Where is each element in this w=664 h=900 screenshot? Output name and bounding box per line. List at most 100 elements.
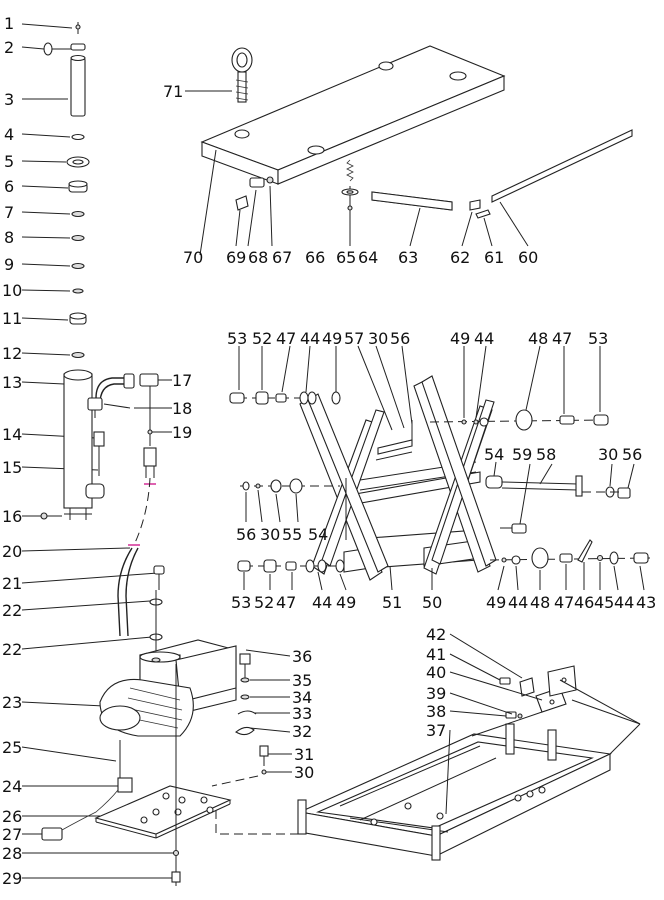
label-part-28: 28 <box>2 844 22 863</box>
label-part-49c: 49 <box>336 593 356 612</box>
label-part-14: 14 <box>2 425 22 444</box>
label-part-7: 7 <box>4 203 14 222</box>
label-part-54a: 54 <box>484 445 504 464</box>
label-part-5: 5 <box>4 152 14 171</box>
pump-motor-assembly <box>41 639 300 886</box>
label-part-25: 25 <box>2 738 22 757</box>
label-part-59: 59 <box>512 445 532 464</box>
label-part-37: 37 <box>426 721 446 740</box>
label-part-23: 23 <box>2 693 22 712</box>
scissor-lift-mechanism <box>229 345 651 591</box>
label-part-51: 51 <box>382 593 402 612</box>
scissor-side-labels: 54 59 58 30 56 56 30 55 54 <box>236 445 642 544</box>
label-part-44b: 44 <box>474 329 494 348</box>
label-part-9: 9 <box>4 255 14 274</box>
label-part-56b: 56 <box>622 445 642 464</box>
label-part-40: 40 <box>426 663 446 682</box>
label-part-48a: 48 <box>528 329 548 348</box>
label-part-49a: 49 <box>322 329 342 348</box>
label-part-67: 67 <box>272 248 292 267</box>
table-top-assembly <box>185 45 633 256</box>
label-part-22a: 22 <box>2 601 22 620</box>
label-part-8: 8 <box>4 228 14 247</box>
label-part-46: 46 <box>574 593 594 612</box>
label-part-65: 65 <box>336 248 356 267</box>
label-part-10: 10 <box>2 281 22 300</box>
label-part-17: 17 <box>172 371 192 390</box>
label-part-44e: 44 <box>614 593 634 612</box>
label-part-47a: 47 <box>276 329 296 348</box>
label-part-54b: 54 <box>308 525 328 544</box>
label-part-42: 42 <box>426 625 446 644</box>
label-part-57: 57 <box>344 329 364 348</box>
label-part-20: 20 <box>2 542 22 561</box>
label-part-44a: 44 <box>300 329 320 348</box>
label-part-47b: 47 <box>552 329 572 348</box>
label-part-50: 50 <box>422 593 442 612</box>
label-part-68: 68 <box>248 248 268 267</box>
label-part-53b: 53 <box>588 329 608 348</box>
label-part-19: 19 <box>172 423 192 442</box>
label-part-70: 70 <box>183 248 203 267</box>
pump-labels: 36 35 34 33 32 31 30 <box>292 647 314 782</box>
label-part-60: 60 <box>518 248 538 267</box>
label-part-47c: 47 <box>276 593 296 612</box>
label-part-38: 38 <box>426 702 446 721</box>
label-part-64: 64 <box>358 248 378 267</box>
label-part-61: 61 <box>484 248 504 267</box>
label-part-27: 27 <box>2 825 22 844</box>
label-part-2: 2 <box>4 38 14 57</box>
left-column-labels: 1 2 3 4 5 6 7 8 9 10 11 12 13 14 15 16 2… <box>2 14 22 888</box>
label-part-21: 21 <box>2 574 22 593</box>
label-part-47d: 47 <box>554 593 574 612</box>
label-part-71: 71 <box>163 82 183 101</box>
label-part-41: 41 <box>426 645 446 664</box>
label-part-30c: 30 <box>260 525 280 544</box>
left-column-parts <box>21 22 174 879</box>
label-part-1: 1 <box>4 14 14 33</box>
label-part-34: 34 <box>292 688 312 707</box>
label-part-29: 29 <box>2 869 22 888</box>
label-part-26: 26 <box>2 807 22 826</box>
base-frame-assembly <box>297 633 641 861</box>
label-part-49d: 49 <box>486 593 506 612</box>
table-top-labels: 71 70 69 68 67 66 65 64 63 62 61 60 <box>163 82 538 267</box>
label-part-36: 36 <box>292 647 312 666</box>
label-part-30b: 30 <box>598 445 618 464</box>
label-part-52b: 52 <box>254 593 274 612</box>
label-part-3: 3 <box>4 90 14 109</box>
label-part-69: 69 <box>226 248 246 267</box>
label-part-33: 33 <box>292 704 312 723</box>
label-part-45: 45 <box>594 593 614 612</box>
label-part-56c: 56 <box>236 525 256 544</box>
label-part-58: 58 <box>536 445 556 464</box>
label-part-62: 62 <box>450 248 470 267</box>
label-part-53c: 53 <box>231 593 251 612</box>
hydraulic-labels: 17 18 19 <box>134 371 192 442</box>
label-part-44c: 44 <box>312 593 332 612</box>
label-part-24: 24 <box>2 777 22 796</box>
label-part-48b: 48 <box>530 593 550 612</box>
hydraulic-line-assembly <box>87 373 165 654</box>
label-part-30a: 30 <box>368 329 388 348</box>
base-frame-labels: 42 41 40 39 38 37 <box>426 625 446 740</box>
label-part-31: 31 <box>294 745 314 764</box>
scissor-bottom-labels: 53 52 47 44 49 51 50 49 44 48 47 46 45 4… <box>231 593 656 612</box>
label-part-63: 63 <box>398 248 418 267</box>
scissor-top-labels: 53 52 47 44 49 57 30 56 49 44 48 47 53 <box>227 329 608 348</box>
label-part-39: 39 <box>426 684 446 703</box>
label-part-53a: 53 <box>227 329 247 348</box>
label-part-16: 16 <box>2 507 22 526</box>
label-part-56a: 56 <box>390 329 410 348</box>
label-part-6: 6 <box>4 177 14 196</box>
label-part-12: 12 <box>2 344 22 363</box>
label-part-52a: 52 <box>252 329 272 348</box>
label-part-66: 66 <box>305 248 325 267</box>
label-part-35: 35 <box>292 671 312 690</box>
label-part-49b: 49 <box>450 329 470 348</box>
label-part-32: 32 <box>292 722 312 741</box>
label-part-44d: 44 <box>508 593 528 612</box>
label-part-55: 55 <box>282 525 302 544</box>
